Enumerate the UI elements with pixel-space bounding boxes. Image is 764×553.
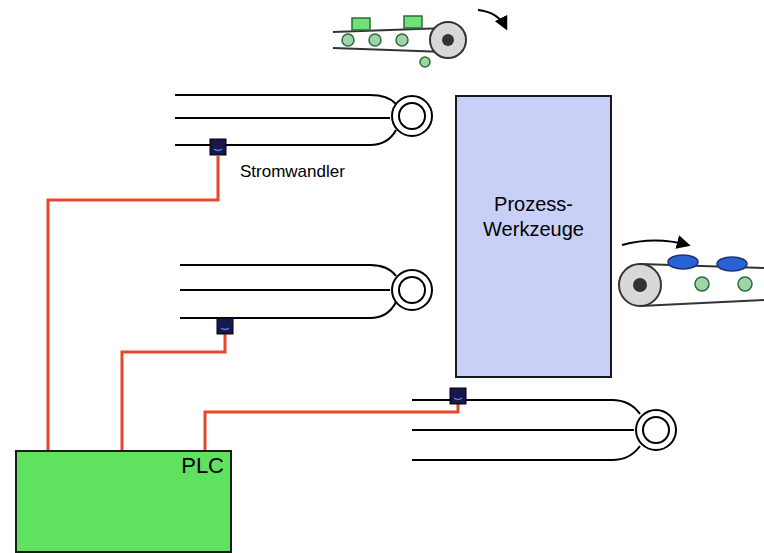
cable-bundles (175, 95, 676, 460)
coil (636, 410, 676, 450)
product-part (352, 18, 370, 30)
cable (180, 265, 396, 276)
belt-line (640, 300, 764, 306)
drum-hub (442, 34, 454, 46)
cable (175, 117, 390, 119)
drive-drum (619, 264, 661, 306)
cable (180, 302, 396, 318)
current-transformers (210, 139, 466, 404)
node-text: PLC (181, 452, 224, 480)
signal-wires (48, 156, 458, 452)
signal-wire (205, 404, 458, 452)
coil (399, 103, 425, 129)
roller (369, 34, 381, 46)
part-label: Stromwandler (240, 162, 345, 182)
current-transformer (450, 388, 466, 404)
coil (392, 270, 432, 310)
product-part (668, 255, 698, 269)
input-conveyor (333, 10, 506, 67)
belt-line (333, 28, 446, 32)
current-transformer (217, 318, 233, 334)
drum-hub (633, 278, 647, 292)
cable (175, 130, 396, 145)
drive-drum (430, 22, 466, 58)
cable (412, 429, 634, 431)
controller-box: PLC (15, 450, 232, 553)
motion-arrow (478, 10, 506, 28)
roller (396, 34, 408, 46)
signal-wire (122, 334, 225, 452)
cable (412, 446, 640, 460)
transformer-mark (221, 328, 229, 330)
motion-arrow (622, 241, 688, 246)
output-conveyor (619, 241, 764, 307)
roller (420, 57, 430, 67)
node-text: Prozess- Werkzeuge (463, 192, 604, 242)
process-box: Prozess- Werkzeuge (455, 95, 612, 378)
coil (399, 277, 425, 303)
belt-line (333, 48, 446, 52)
cable (175, 95, 396, 104)
roller (695, 277, 709, 291)
signal-wire (48, 156, 218, 452)
transformer-mark (214, 149, 222, 151)
coil (392, 96, 432, 136)
cable (180, 289, 390, 291)
roller (342, 34, 354, 46)
current-transformer (210, 139, 226, 155)
coil (643, 417, 669, 443)
transformer-mark (454, 398, 462, 400)
product-part (717, 257, 747, 271)
roller (738, 277, 752, 291)
product-part (404, 16, 422, 28)
